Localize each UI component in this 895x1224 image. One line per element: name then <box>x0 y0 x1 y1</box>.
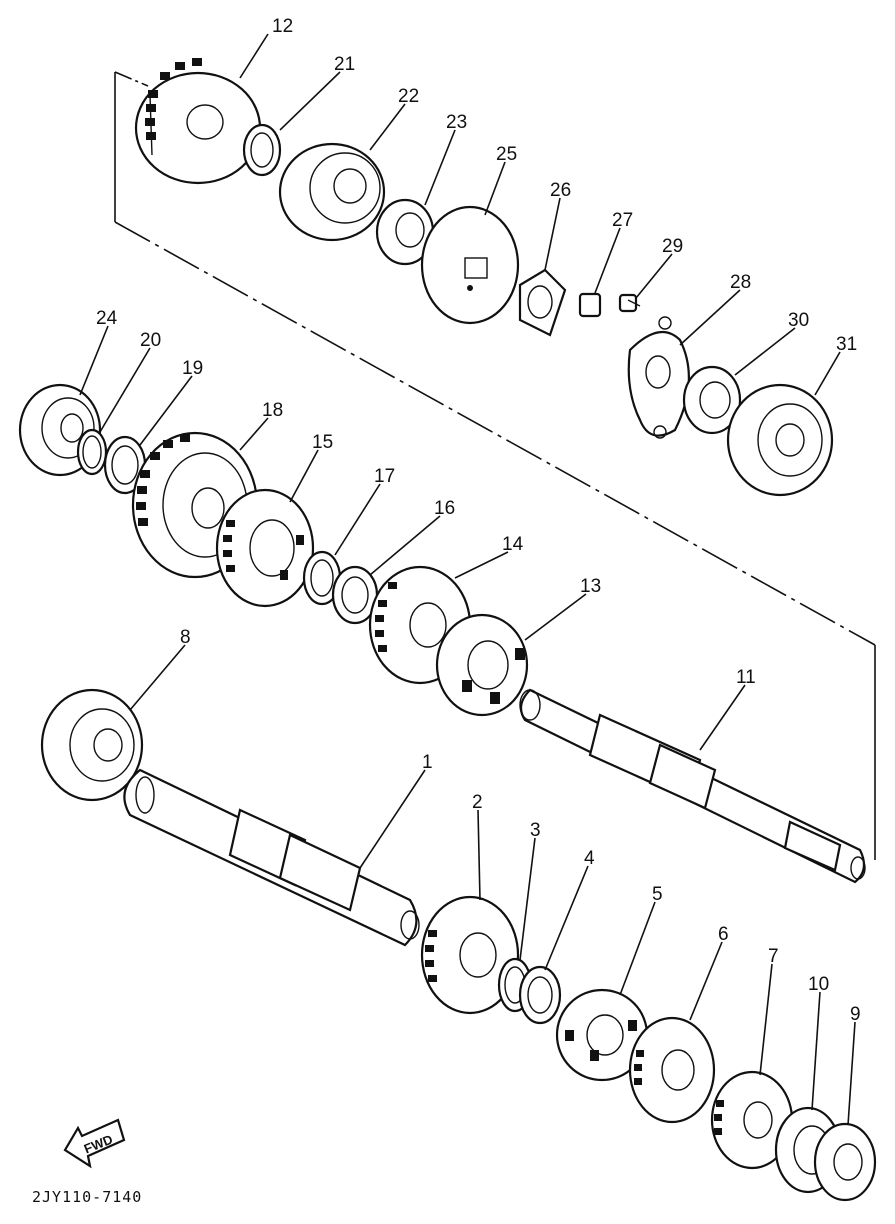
part-25-sprocket <box>420 205 520 325</box>
label-part-5: 5 <box>652 884 663 905</box>
drawing-code: 2JY110-7140 <box>32 1188 142 1206</box>
label-part-14: 14 <box>502 534 524 555</box>
part-13-gear <box>435 613 529 717</box>
label-part-16: 16 <box>434 498 455 519</box>
label-part-27: 27 <box>612 210 633 231</box>
label-part-30: 30 <box>788 310 809 331</box>
part-30-oil-seal <box>682 365 742 435</box>
part-2-gear <box>420 895 520 1015</box>
label-part-20: 20 <box>140 330 161 351</box>
leader-lines <box>79 33 856 1126</box>
label-part-15: 15 <box>312 432 333 453</box>
label-part-29: 29 <box>662 236 683 257</box>
part-1-drive-axle <box>123 768 420 947</box>
label-part-10: 10 <box>808 974 829 995</box>
part-26-lock-washer <box>518 268 567 337</box>
label-part-11: 11 <box>736 667 756 688</box>
label-part-2: 2 <box>472 792 483 813</box>
label-part-13: 13 <box>580 576 601 597</box>
label-part-26: 26 <box>550 180 571 201</box>
part-8-bearing <box>40 688 144 802</box>
label-part-12: 12 <box>272 16 293 37</box>
fwd-arrow-icon: FWD <box>63 1118 126 1169</box>
part-20-circlip <box>76 428 108 476</box>
label-part-6: 6 <box>718 924 729 945</box>
part-21-washer <box>242 123 282 177</box>
part-number-labels: 12 21 22 23 25 26 27 29 28 30 31 24 20 1… <box>96 16 861 1025</box>
part-29-bolt <box>618 293 641 313</box>
part-6-gear <box>628 1016 716 1124</box>
label-part-31: 31 <box>836 334 857 355</box>
part-22-bearing <box>278 142 386 242</box>
label-part-23: 23 <box>446 112 467 133</box>
label-part-24: 24 <box>96 308 118 329</box>
label-part-22: 22 <box>398 86 419 107</box>
label-part-25: 25 <box>496 144 517 165</box>
label-part-7: 7 <box>768 946 779 967</box>
label-part-21: 21 <box>334 54 355 75</box>
label-part-3: 3 <box>530 820 541 841</box>
label-part-28: 28 <box>730 272 751 293</box>
part-9-collar <box>813 1122 877 1202</box>
label-part-4: 4 <box>584 848 595 869</box>
label-part-19: 19 <box>182 358 203 379</box>
part-31-bearing <box>726 383 834 497</box>
part-4-washer <box>518 965 562 1025</box>
part-28-plate <box>627 316 690 439</box>
part-15-gear <box>215 488 315 608</box>
part-11-main-axle <box>519 688 866 884</box>
label-part-9: 9 <box>850 1004 861 1025</box>
label-part-1: 1 <box>422 752 433 773</box>
label-part-18: 18 <box>262 400 283 421</box>
part-19-washer <box>103 435 147 495</box>
assembly-outline <box>114 71 876 860</box>
part-27-nut <box>578 292 602 318</box>
label-part-17: 17 <box>374 466 395 487</box>
label-part-8: 8 <box>180 627 191 648</box>
